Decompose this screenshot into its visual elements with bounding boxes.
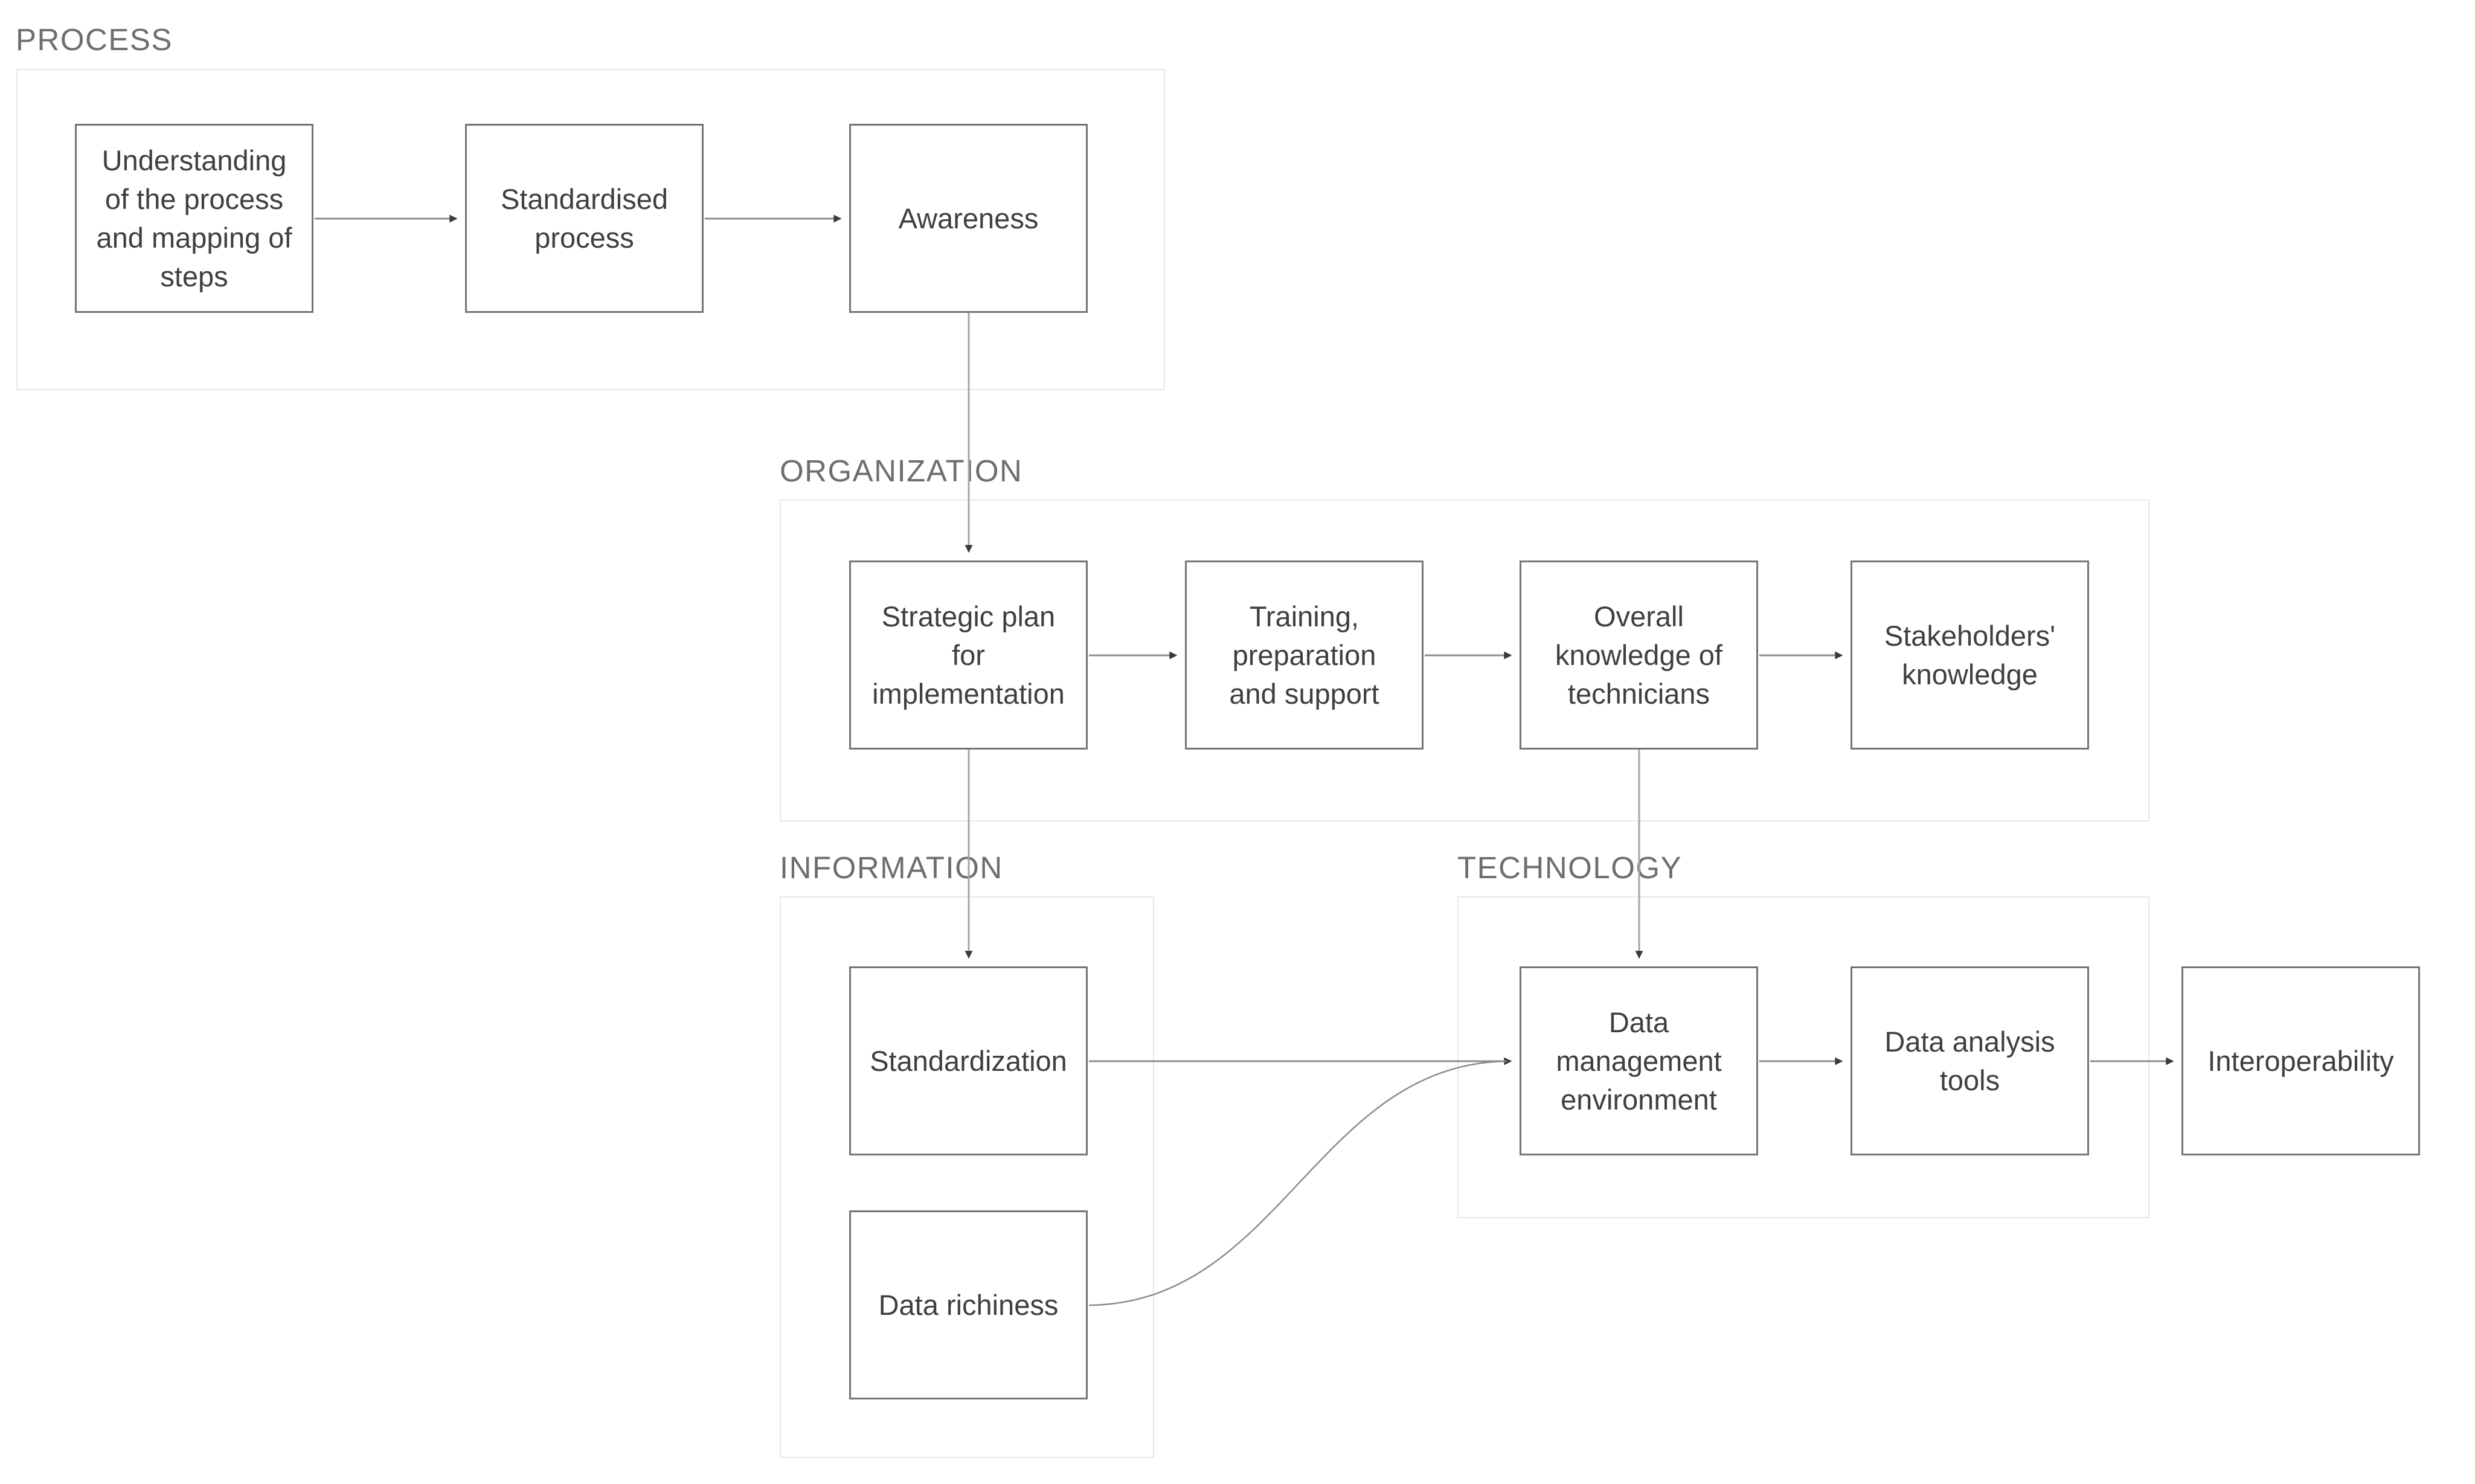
node-stakeholders-knowledge: Stakeholders' knowledge	[1851, 561, 2089, 750]
group-organization	[780, 499, 2149, 821]
node-standardization: Standardization	[849, 966, 1088, 1155]
node-strategic-plan: Strategic plan for implementation	[849, 561, 1088, 750]
node-interoperability-text: Interoperability	[2207, 1044, 2394, 1077]
group-label-process: PROCESS	[16, 22, 173, 57]
node-data-analysis-tools-text: Data analysis tools	[1884, 1025, 2055, 1096]
node-data-management-environment: Data management environment	[1520, 966, 1758, 1155]
node-overall-knowledge: Overall knowledge of technicians	[1520, 561, 1758, 750]
node-data-richiness: Data richiness	[849, 1210, 1088, 1399]
node-training-text: Training, preparation and support	[1229, 600, 1379, 710]
group-process	[16, 69, 1165, 390]
node-awareness: Awareness	[849, 124, 1088, 313]
node-understanding: Understanding of the process and mapping…	[75, 124, 313, 313]
node-standardised-process-text: Standardised process	[501, 182, 668, 254]
group-label-organization: ORGANIZATION	[780, 454, 1023, 488]
node-awareness-text: Awareness	[898, 202, 1039, 234]
node-overall-knowledge-text: Overall knowledge of technicians	[1555, 600, 1722, 710]
node-data-analysis-tools: Data analysis tools	[1851, 966, 2089, 1155]
group-technology	[1457, 896, 2149, 1218]
node-interoperability: Interoperability	[2181, 966, 2420, 1155]
node-data-richiness-text: Data richiness	[878, 1288, 1059, 1321]
node-understanding-text: Understanding of the process and mapping…	[96, 144, 292, 292]
group-label-information: INFORMATION	[780, 850, 1003, 885]
node-strategic-plan-text: Strategic plan for implementation	[872, 600, 1065, 710]
node-data-management-environment-text: Data management environment	[1556, 1006, 1722, 1116]
node-standardised-process: Standardised process	[465, 124, 704, 313]
group-label-technology: TECHNOLOGY	[1457, 850, 1683, 885]
node-standardization-text: Standardization	[870, 1044, 1067, 1077]
node-training: Training, preparation and support	[1185, 561, 1424, 750]
node-stakeholders-knowledge-text: Stakeholders' knowledge	[1884, 619, 2056, 690]
